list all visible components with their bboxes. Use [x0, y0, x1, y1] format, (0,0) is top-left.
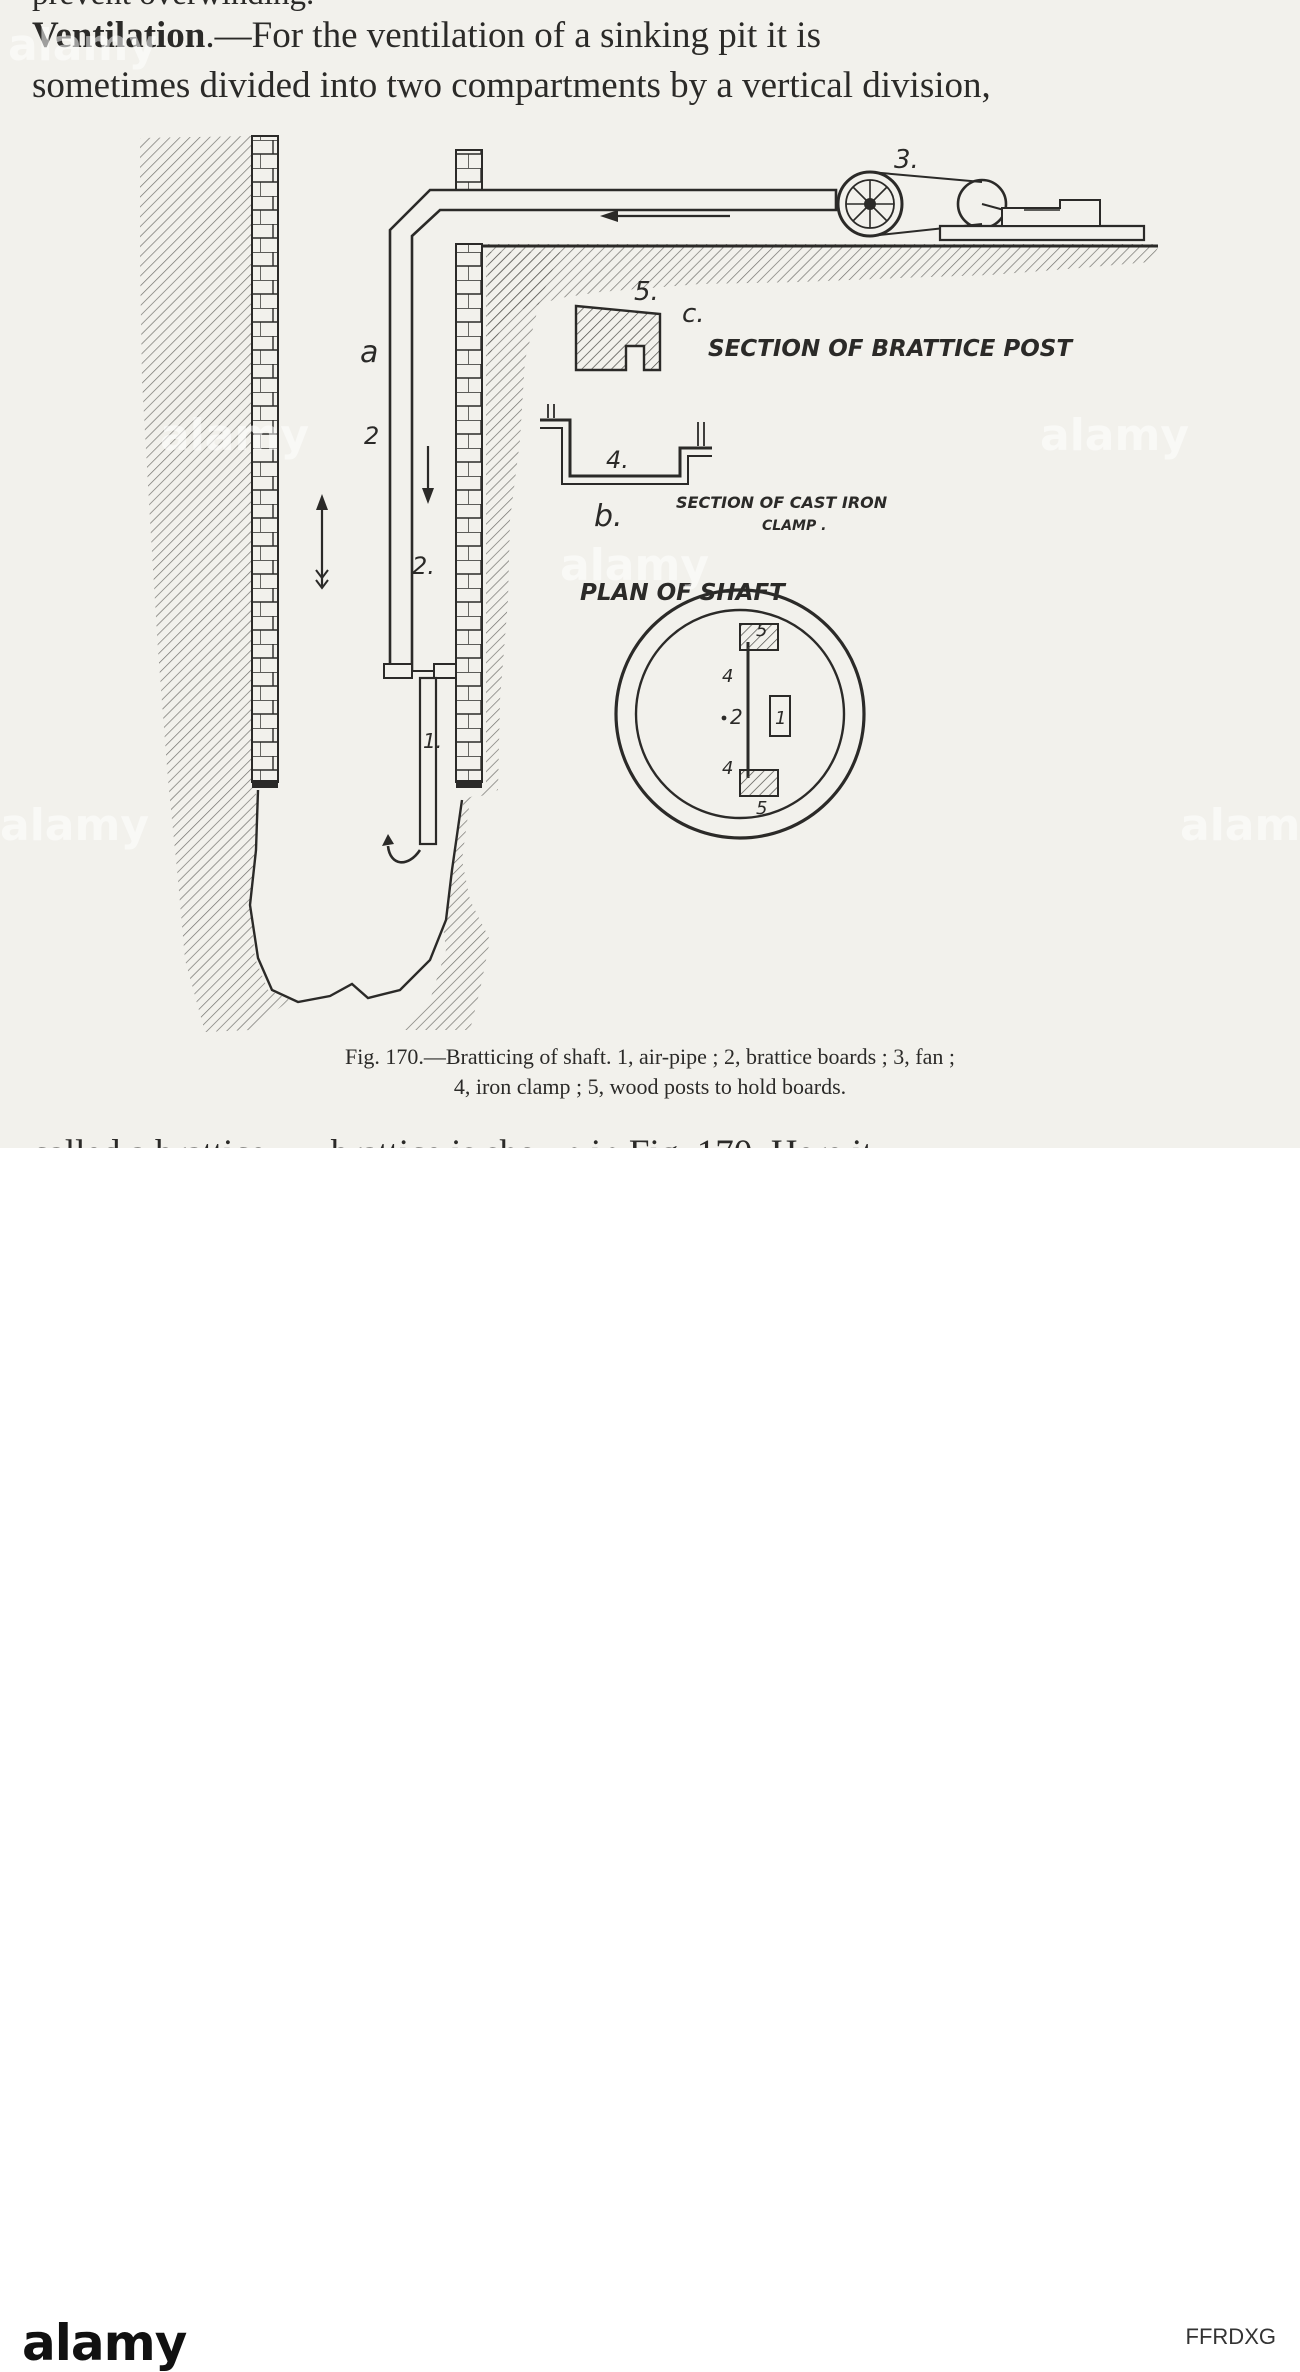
plan-label-4-bottom: 4 [722, 758, 733, 779]
clamp-section [540, 418, 712, 478]
clamp-section-inner [540, 427, 712, 485]
book-page: prevent overwinding. Ventilation.—For th… [0, 0, 1300, 1148]
bratticing-diagram: 3. a 2 2. 5. c. 4. b. 1. 2 4 4 5 5 1 SEC… [140, 135, 1160, 1032]
plan-inner-circle [634, 608, 846, 820]
clamp-at-wall [433, 663, 457, 679]
figure-caption-line-1: Fig. 170.—Bratticing of shaft. 1, air-pi… [345, 1044, 955, 1069]
up-arrow-feathers [315, 569, 329, 590]
plan-label-4-top: 4 [722, 666, 733, 687]
label-boards-upper: 2 [364, 422, 379, 450]
chimney [455, 149, 483, 191]
watermark: alamy [160, 410, 309, 461]
plan-air-pipe [769, 695, 791, 737]
clamp-bolts [547, 404, 705, 446]
label-post: 5. [634, 277, 659, 307]
paragraph-line-1: Ventilation.—For the ventilation of a si… [32, 14, 821, 57]
stock-image-id: FFRDXG [1185, 2324, 1276, 2349]
surface-ground [488, 244, 1160, 360]
paragraph-line-1-rest: .—For the ventilation of a sinking pit i… [205, 15, 821, 56]
heading-brattice-post: SECTION OF BRATTICE POST [708, 336, 1074, 362]
air-duct [388, 188, 838, 670]
watermark: alamy [1180, 800, 1300, 851]
plan-label-2: 2 [730, 705, 743, 729]
label-air-pipe: 1. [423, 729, 442, 753]
label-fan: 3. [894, 145, 919, 175]
air-pipe [418, 676, 438, 846]
left-brick-lining [251, 135, 279, 783]
sump-outline [248, 789, 464, 1004]
brattice-post-section [574, 304, 662, 372]
air-outlet-arrow [386, 845, 422, 864]
alamy-logo: alamy [22, 2314, 187, 2372]
engine-body [1001, 199, 1101, 227]
figure-caption-line-2: 4, iron clamp ; 5, wood posts to hold bo… [453, 1074, 847, 1099]
plan-outer-circle [614, 588, 866, 840]
plan-post-bottom [739, 769, 779, 797]
air-outlet-arrowhead [382, 834, 394, 846]
duct-flow-arrowhead [600, 210, 618, 222]
watermark: alamy [8, 20, 157, 71]
brattice-crosspiece [383, 663, 413, 679]
paragraph-line-2: sometimes divided into two compartments … [32, 65, 991, 106]
cut-off-text-line: prevent overwinding. [32, 0, 314, 13]
lining-base-right [456, 780, 482, 788]
plan-label-1: 1 [775, 708, 786, 729]
plan-label-5-bottom: 5 [756, 798, 767, 819]
watermark: alamy [1040, 410, 1189, 461]
right-brick-lining [455, 243, 483, 783]
fan-spokes [846, 180, 894, 228]
engine-bed [938, 224, 1146, 242]
heading-clamp-line1: SECTION OF CAST IRON [676, 493, 888, 512]
label-c: c. [682, 299, 705, 329]
rock-left [140, 136, 290, 1032]
lining-base-left [252, 780, 278, 788]
plan-label-5-top: 5 [756, 620, 767, 641]
watermark: alamy [560, 540, 709, 591]
label-clamp: 4. [606, 446, 629, 474]
cut-off-bottom-line: called a brattice . . . brattice is show… [32, 1132, 873, 1148]
label-b: b. [594, 499, 623, 534]
label-a: a [360, 335, 378, 370]
watermark: alamy [0, 800, 149, 851]
heading-clamp-line2: CLAMP . [762, 518, 826, 534]
heading-plan: PLAN OF SHAFT [580, 580, 787, 606]
down-arrowhead [422, 488, 434, 504]
section-heading-ventilation: Ventilation [32, 15, 206, 56]
stock-footer: alamy FFRDXG [0, 1148, 1300, 2372]
up-arrowhead [316, 494, 328, 510]
label-boards-lower: 2. [412, 552, 435, 580]
plan-post-top [739, 623, 779, 651]
